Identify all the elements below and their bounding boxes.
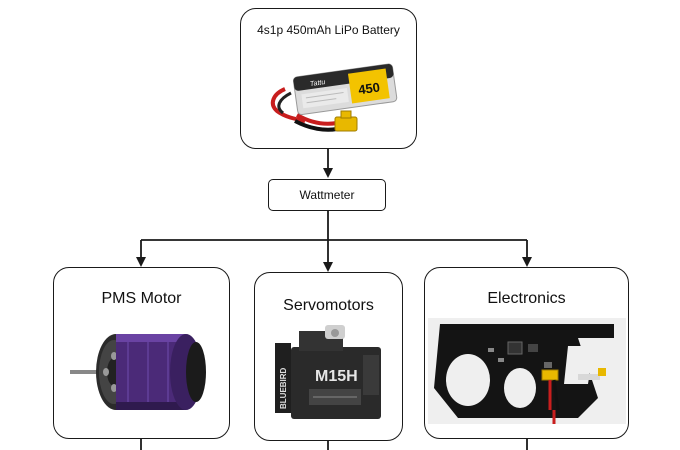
electronics-box: Electronics xyxy=(424,267,629,439)
electronics-pcb-image xyxy=(428,318,626,429)
pms-motor-image xyxy=(68,316,218,431)
battery-brand-text: Tattu xyxy=(310,79,326,88)
battery-box: 4s1p 450mAh LiPo Battery 450 Tattu xyxy=(240,8,417,149)
servo-brand-text: BLUEBIRD xyxy=(279,367,288,409)
servo-model-text: M15H xyxy=(315,368,358,385)
motor-box: PMS Motor xyxy=(53,267,230,439)
lipo-battery-image: 450 Tattu xyxy=(255,49,405,149)
servo-title: Servomotors xyxy=(283,297,374,314)
servo-box: Servomotors BLUEBIRD M15H xyxy=(254,272,403,441)
battery-capacity-text: 450 xyxy=(357,80,381,98)
wattmeter-label: Wattmeter xyxy=(299,188,355,202)
servomotor-image: BLUEBIRD M15H xyxy=(269,325,391,440)
electronics-title: Electronics xyxy=(487,290,566,307)
battery-title: 4s1p 450mAh LiPo Battery xyxy=(257,23,400,37)
motor-title: PMS Motor xyxy=(101,290,182,307)
wattmeter-box: Wattmeter xyxy=(268,179,386,211)
